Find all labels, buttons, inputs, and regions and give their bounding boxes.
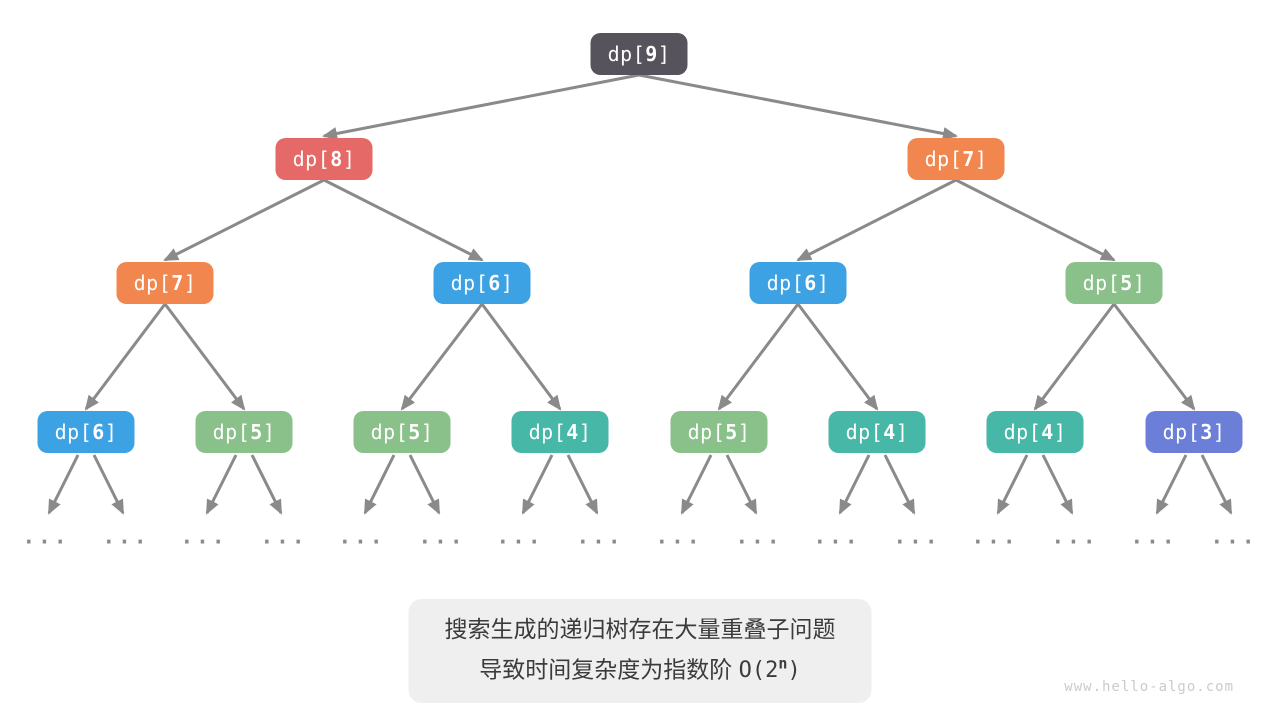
tree-node-l1: dp[6] [37,411,135,453]
tree-edge [717,303,800,411]
tree-edge [363,454,396,515]
tree-edge [1155,454,1188,515]
ellipsis-dots: ... [1051,524,1099,549]
tree-edge [47,454,80,515]
tree-edge [400,303,484,411]
ellipsis-dots: ... [655,524,703,549]
ellipsis-dots: ... [180,524,228,549]
tree-edge [796,303,879,411]
tree-edge [205,454,238,515]
tree-node-l4: dp[4] [511,411,609,453]
watermark: www.hello-algo.com [1064,679,1234,695]
caption-line-1: 搜索生成的递归树存在大量重叠子问题 [444,616,836,642]
tree-edge [680,454,713,515]
tree-edge [1041,454,1074,515]
ellipsis-dots: ... [893,524,941,549]
tree-edge [1200,454,1233,515]
tree-edge [1112,303,1196,411]
ellipsis-dots: ... [22,524,70,549]
ellipsis-dots: ... [813,524,861,549]
tree-edge [1033,303,1116,411]
ellipsis-dots: ... [1130,524,1178,549]
tree-node-dp9: dp[9] [590,33,688,75]
tree-node-dp8: dp[8] [275,138,373,180]
ellipsis-dots: ... [496,524,544,549]
tree-edge [163,303,246,411]
tree-edge [323,178,484,262]
tree-node-l8: dp[3] [1145,411,1243,453]
tree-node-dp5r: dp[5] [1065,262,1163,304]
complexity-formula: O(2n) [738,655,801,684]
tree-node-dp7l: dp[7] [116,262,214,304]
tree-edge [408,454,441,515]
tree-node-l5: dp[5] [670,411,768,453]
tree-edge [725,454,758,515]
tree-edge [838,454,871,515]
caption-box: 搜索生成的递归树存在大量重叠子问题 导致时间复杂度为指数阶 O(2n) [408,599,872,704]
tree-node-l6: dp[4] [828,411,926,453]
tree-edge [566,454,599,515]
tree-edge [480,303,562,411]
ellipsis-dots: ... [971,524,1019,549]
ellipsis-dots: ... [260,524,308,549]
tree-node-dp6b: dp[6] [749,262,847,304]
tree-edge [84,303,167,411]
caption-line-2: 导致时间复杂度为指数阶 O(2n) [479,655,801,684]
ellipsis-dots: ... [338,524,386,549]
tree-node-dp7r: dp[7] [907,138,1005,180]
tree-edge [996,454,1029,515]
tree-edge [883,454,916,515]
tree-edge [92,454,125,515]
tree-edge [521,454,554,515]
tree-node-l2: dp[5] [195,411,293,453]
ellipsis-dots: ... [576,524,624,549]
tree-node-l7: dp[4] [986,411,1084,453]
ellipsis-dots: ... [1210,524,1258,549]
tree-edge [163,178,325,262]
tree-node-dp6a: dp[6] [433,262,531,304]
tree-node-l3: dp[5] [353,411,451,453]
ellipsis-dots: ... [735,524,783,549]
ellipsis-dots: ... [102,524,150,549]
tree-edge [955,178,1116,262]
tree-edge [796,178,957,262]
tree-edge [250,454,283,515]
tree-edge [638,73,958,140]
ellipsis-dots: ... [418,524,466,549]
tree-edge [322,73,640,140]
